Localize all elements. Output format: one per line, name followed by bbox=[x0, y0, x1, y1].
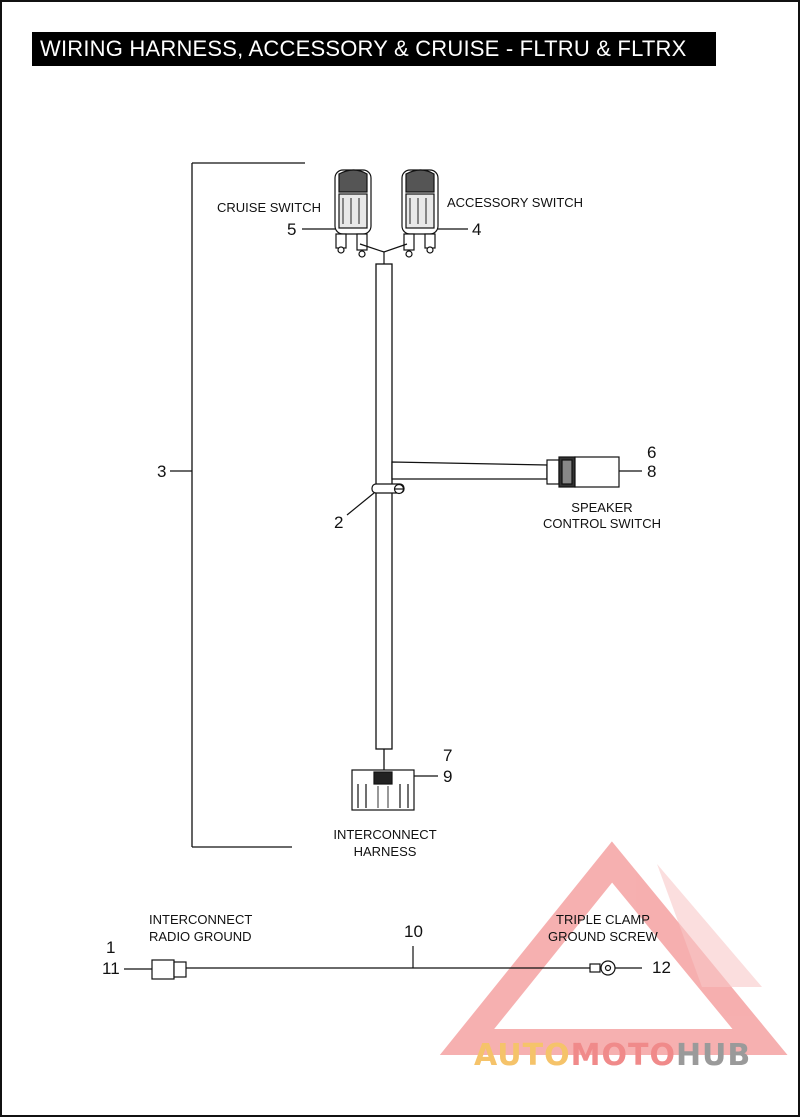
callout-7: 7 bbox=[443, 746, 453, 765]
accessory-switch-icon bbox=[401, 169, 439, 258]
radio-ground-label-line1: INTERCONNECT bbox=[149, 912, 253, 927]
callout-9: 9 bbox=[443, 767, 453, 786]
accessory-switch-label: ACCESSORY SWITCH bbox=[447, 195, 584, 210]
callout-3: 3 bbox=[157, 462, 167, 481]
speaker-control-switch-label-line1: SPEAKER bbox=[571, 500, 633, 515]
cruise-switch-icon bbox=[334, 169, 372, 258]
speaker-control-switch-connector-icon bbox=[546, 456, 642, 488]
watermark-text: AUTOMOTOHUB bbox=[474, 1038, 751, 1073]
harness-clip-icon bbox=[346, 483, 405, 516]
callout-11: 11 bbox=[102, 959, 120, 978]
harness-assembly-bracket bbox=[170, 162, 305, 848]
callout-2: 2 bbox=[334, 513, 344, 532]
callout-12: 12 bbox=[652, 958, 671, 977]
callout-6: 6 bbox=[647, 443, 657, 462]
watermark-part-moto: MOTO bbox=[570, 1038, 676, 1073]
main-harness-trunk bbox=[375, 263, 393, 770]
interconnect-harness-label-line2: HARNESS bbox=[353, 844, 417, 859]
speaker-control-switch-label-line2: CONTROL SWITCH bbox=[543, 516, 661, 531]
triple-clamp-label-line1: TRIPLE CLAMP bbox=[556, 912, 650, 927]
page-title: WIRING HARNESS, ACCESSORY & CRUISE - FLT… bbox=[32, 32, 716, 66]
callout-10: 10 bbox=[404, 922, 423, 941]
triple-clamp-label-line2: GROUND SCREW bbox=[548, 929, 658, 944]
cruise-switch-label: CRUISE SWITCH bbox=[217, 200, 321, 215]
callout-8: 8 bbox=[647, 462, 657, 481]
switch-leads bbox=[359, 243, 408, 264]
callout-5: 5 bbox=[287, 220, 297, 239]
watermark-logo-icon bbox=[439, 841, 788, 1055]
interconnect-harness-connector-icon bbox=[351, 769, 438, 811]
speaker-branch bbox=[391, 461, 548, 480]
interconnect-harness-label-line1: INTERCONNECT bbox=[333, 827, 437, 842]
watermark-part-hub: HUB bbox=[675, 1038, 752, 1073]
callout-4: 4 bbox=[472, 220, 482, 239]
radio-ground-label-line2: RADIO GROUND bbox=[149, 929, 252, 944]
watermark-part-auto: AUTO bbox=[474, 1038, 571, 1073]
radio-ground-wire bbox=[124, 946, 642, 980]
callout-1: 1 bbox=[106, 938, 116, 957]
